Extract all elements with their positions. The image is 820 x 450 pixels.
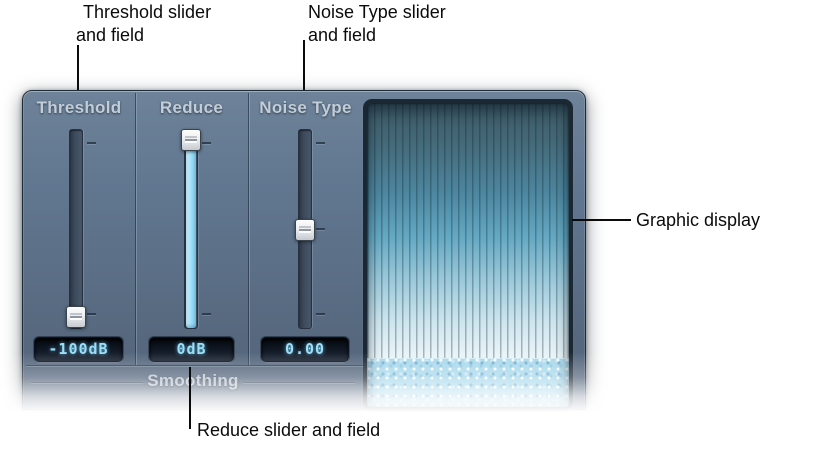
column-divider: [135, 93, 137, 365]
threshold-value-field[interactable]: -100dB: [34, 337, 123, 362]
annotation-reduce: Reduce slider and field: [197, 420, 381, 440]
annotation-threshold-pointer-line: [77, 45, 79, 92]
threshold-tick-top: [87, 142, 96, 144]
annotation-noise-type-pointer-line: [303, 40, 305, 92]
annotation-threshold: Threshold slider and field: [76, 1, 211, 47]
reduce-slider-fill: [186, 143, 196, 328]
annotation-noise-type-line1: Noise Type slider: [308, 2, 446, 22]
reduce-tick-top: [202, 142, 211, 144]
noise-type-tick-bottom: [316, 313, 325, 315]
annotation-noise-type: Noise Type slider and field: [308, 1, 446, 47]
threshold-slider-handle[interactable]: [66, 306, 86, 328]
reduce-value-field[interactable]: 0dB: [149, 337, 234, 362]
threshold-header-label: Threshold: [36, 98, 122, 117]
threshold-slider-track[interactable]: [69, 129, 83, 329]
annotation-threshold-line2: and field: [76, 25, 145, 45]
reduce-header-label: Reduce: [159, 98, 224, 117]
reduce-tick-bottom: [202, 313, 211, 315]
annotation-graphic-display: Graphic display: [636, 210, 761, 230]
annotation-noise-type-line2: and field: [308, 25, 377, 45]
noise-floor-texture: [367, 358, 569, 407]
graphic-display: [363, 99, 573, 411]
noise-type-tick-top: [316, 142, 325, 144]
reduce-slider-handle[interactable]: [181, 129, 201, 151]
noise-type-header-label: Noise Type: [259, 98, 352, 117]
section-divider: [26, 365, 363, 367]
noise-type-value-field[interactable]: 0.00: [261, 337, 349, 362]
noise-type-slider-handle[interactable]: [295, 219, 315, 241]
smoothing-rule-right: [243, 382, 355, 384]
column-divider: [248, 93, 250, 365]
annotation-graphic-display-pointer-line: [572, 219, 631, 221]
denoiser-plugin-panel: Threshold Reduce Noise Type -100dB 0dB 0…: [22, 90, 586, 411]
noise-type-tick-middle: [316, 228, 325, 230]
smoothing-section-label: Smoothing: [147, 371, 239, 390]
annotation-reduce-pointer-line: [189, 367, 191, 429]
threshold-tick-bottom: [87, 313, 96, 315]
annotation-threshold-line1: Threshold slider: [83, 2, 212, 22]
